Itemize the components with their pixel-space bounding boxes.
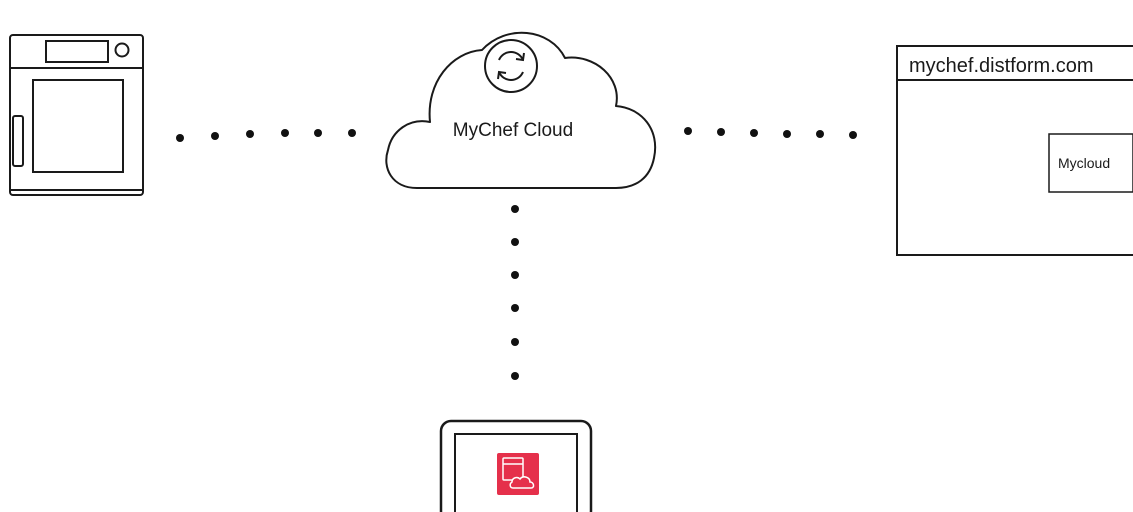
browser-window-icon xyxy=(896,45,1133,256)
mycloud-tile[interactable]: Mycloud xyxy=(1048,133,1133,193)
browser-url: mychef.distform.com xyxy=(909,55,1093,77)
cloud-label: MyChef Cloud xyxy=(453,120,573,141)
tablet-icon xyxy=(439,419,593,512)
connector-oven-cloud xyxy=(176,129,356,142)
mychef-app-icon[interactable] xyxy=(497,453,539,495)
connector-cloud-tablet xyxy=(511,205,519,380)
cloud-icon xyxy=(385,31,657,189)
connector-cloud-browser xyxy=(684,127,857,139)
sync-icon xyxy=(484,39,538,93)
oven-icon xyxy=(9,34,144,196)
mycloud-tile-label: Mycloud xyxy=(1058,155,1110,171)
